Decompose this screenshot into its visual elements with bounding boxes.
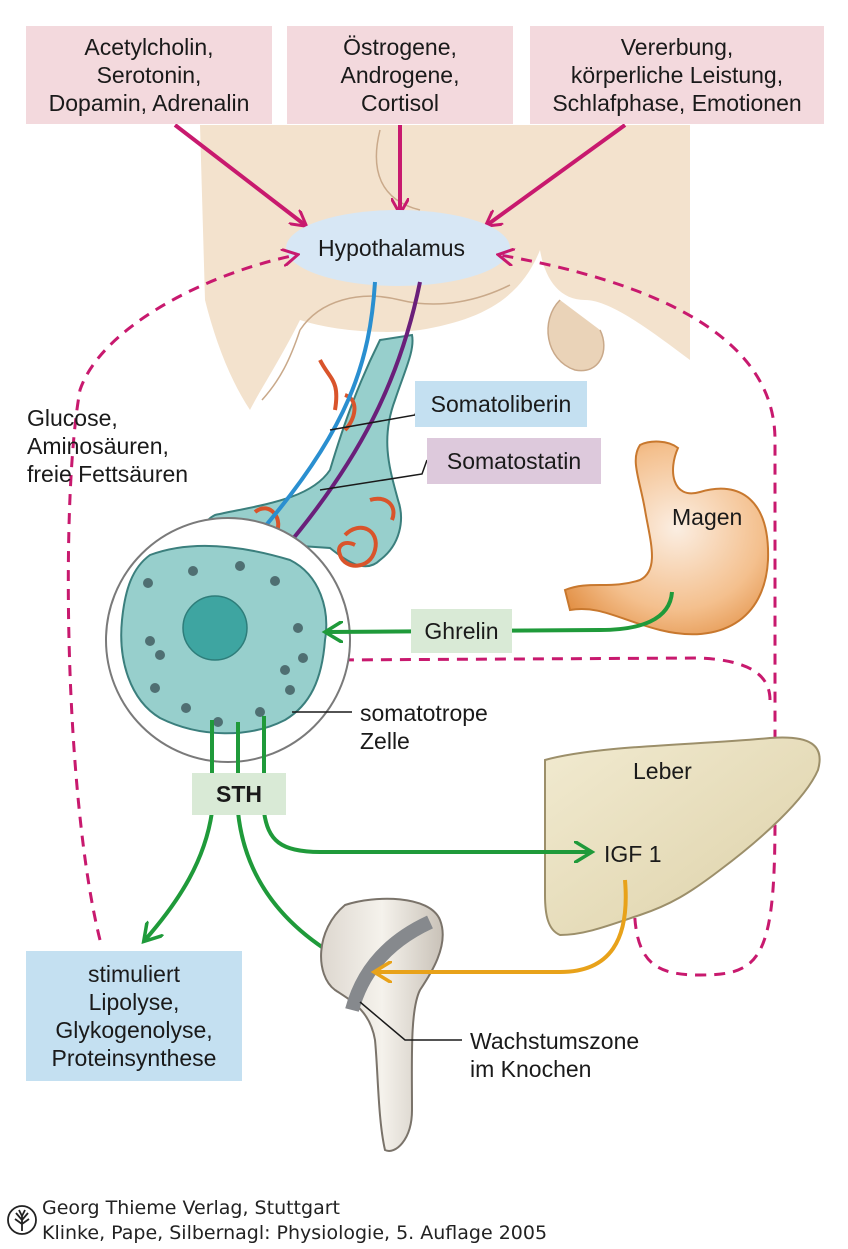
input-neurotransmitters-box: Acetylcholin, Serotonin, Dopamin, Adrena… [26, 26, 272, 124]
sth-box: STH [192, 773, 286, 815]
input-hormones-line-2: Androgene, [340, 62, 460, 88]
nutrients-line-3: freie Fettsäuren [27, 461, 189, 487]
hypothalamus-ellipse [286, 210, 510, 286]
input-neuro-line-2: Serotonin, [96, 62, 202, 88]
magen-label: Magen [672, 504, 743, 530]
igf-label: IGF 1 [604, 841, 662, 867]
input-neuro-line-1: Acetylcholin, [84, 34, 214, 60]
footer-citation: Klinke, Pape, Silbernagl: Physiologie, 5… [42, 1222, 548, 1244]
input-factors-line-1: Vererbung, [620, 34, 734, 60]
leber-label: Leber [633, 758, 692, 784]
effects-line-1: stimuliert [87, 961, 180, 987]
somatotrope-cell-label: somatotrope Zelle [360, 699, 488, 755]
igf-arrow [376, 879, 628, 972]
input-factors-line-3: Schlafphase, Emotionen [552, 90, 802, 116]
growth-zone-line-1: Wachstumszone [470, 1028, 640, 1054]
somatostatin-box: Somatostatin [427, 438, 601, 484]
bone-illustration [320, 897, 462, 1152]
somatoliberin-box: Somatoliberin [415, 381, 587, 427]
ghrelin-box: Ghrelin [411, 609, 512, 653]
growth-zone-label: Wachstumszone im Knochen [470, 1027, 639, 1083]
footer-publisher: Georg Thieme Verlag, Stuttgart [42, 1197, 340, 1219]
input-arrows [173, 123, 627, 225]
effects-line-3: Glykogenolyse, [55, 1017, 213, 1043]
cell-label-line-1: somatotrope [360, 700, 488, 726]
cell-label-line-2: Zelle [360, 728, 410, 754]
input-hormones-line-3: Cortisol [361, 90, 439, 116]
liver-illustration [544, 736, 821, 937]
effects-line-4: Proteinsynthese [51, 1045, 217, 1071]
nutrients-line-2: Aminosäuren, [27, 433, 169, 459]
input-neuro-line-3: Dopamin, Adrenalin [48, 90, 250, 116]
growth-zone-line-2: im Knochen [470, 1056, 592, 1082]
thieme-logo-icon [7, 1205, 37, 1235]
effects-box: stimuliert Lipolyse, Glykogenolyse, Prot… [26, 951, 242, 1081]
nutrients-line-1: Glucose, [27, 405, 118, 431]
feedback-loops [66, 255, 777, 977]
ghrelin-arrow [327, 591, 674, 632]
input-factors-box: Vererbung, körperliche Leistung, Schlafp… [530, 26, 824, 124]
hypothalamus-label: Hypothalamus [318, 235, 466, 261]
feedback-nutrients-label: Glucose, Aminosäuren, freie Fettsäuren [27, 404, 188, 488]
input-hormones-box: Östrogene, Androgene, Cortisol [287, 26, 513, 124]
effects-line-2: Lipolyse, [88, 989, 180, 1015]
stomach-illustration [563, 440, 770, 636]
input-factors-line-2: körperliche Leistung, [570, 62, 784, 88]
input-hormones-line-1: Östrogene, [343, 34, 457, 60]
somatotrope-cell [105, 517, 352, 763]
